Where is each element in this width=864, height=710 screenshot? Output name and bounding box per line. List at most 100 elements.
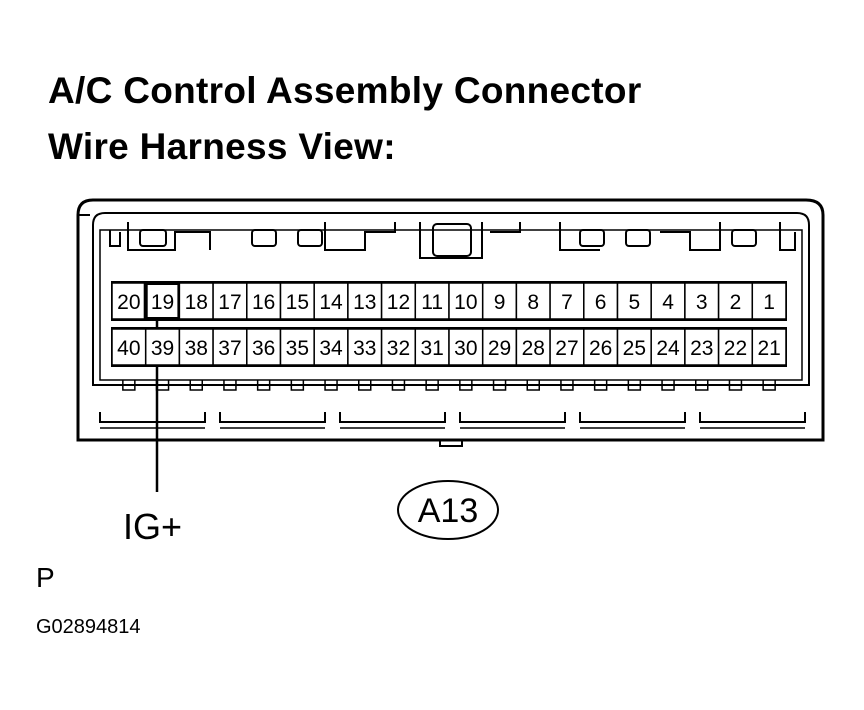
latch-window	[251, 229, 277, 247]
pin-cell	[650, 282, 686, 320]
terminal-lock-tick	[223, 380, 237, 391]
pin-number: 2	[730, 291, 742, 314]
pin-cell	[347, 328, 383, 366]
pin-cell	[448, 328, 484, 366]
pin-number: 38	[185, 337, 208, 360]
terminal-lock-tick	[358, 380, 372, 391]
figure-code: G02894814	[36, 616, 141, 638]
pin-number: 1	[763, 291, 775, 314]
terminal-lock-tick	[425, 380, 439, 391]
pin-number: 40	[117, 337, 140, 360]
pin-cell	[583, 282, 619, 320]
pin-cell	[313, 282, 349, 320]
pin-number: 27	[555, 337, 578, 360]
terminal-lock-tick	[695, 380, 709, 391]
pin-number: 30	[454, 337, 477, 360]
pin-number: 10	[454, 291, 477, 314]
terminal-lock-tick	[661, 380, 675, 391]
terminal-lock-tick	[391, 380, 406, 391]
pin-number: 24	[656, 337, 680, 360]
connector-inner-shell	[92, 212, 810, 386]
pin-number: 9	[494, 291, 506, 314]
pin-number: 3	[696, 291, 708, 314]
pin-cell	[515, 282, 551, 320]
pin-number: 21	[757, 337, 780, 360]
pin-number: 19	[151, 291, 174, 314]
pin-number: 6	[595, 291, 607, 314]
pin-number: 7	[561, 291, 573, 314]
latch-window	[139, 229, 167, 247]
terminal-lock-tick	[256, 380, 271, 391]
pin-number: 37	[218, 337, 241, 360]
pin-cell	[515, 328, 551, 366]
pin-cell	[144, 328, 181, 366]
pin-number: 20	[117, 291, 140, 314]
pin-number: 35	[286, 337, 309, 360]
locking-lever	[432, 223, 472, 257]
locking-ticks	[122, 380, 776, 391]
pin-cell	[448, 282, 484, 320]
pin-cell	[246, 282, 282, 320]
terminal-lock-tick	[290, 380, 305, 391]
terminal-lock-tick	[762, 380, 776, 391]
pin-cell	[380, 328, 417, 366]
pin-number: 4	[662, 291, 674, 314]
latch-window	[731, 229, 757, 247]
terminal-lock-tick	[459, 380, 473, 391]
terminal-lock-tick	[560, 380, 574, 391]
pin-number: 15	[286, 291, 309, 314]
pin-number: 13	[353, 291, 376, 314]
signal-label-ig-plus: IG+	[123, 506, 183, 547]
pin-cell	[313, 328, 349, 366]
terminal-lock-tick	[728, 380, 743, 391]
pin-number: 32	[387, 337, 410, 360]
pin-number: 14	[319, 291, 343, 314]
page-letter: P	[36, 562, 55, 593]
pin-number: 16	[252, 291, 275, 314]
pin-cell	[650, 328, 686, 366]
pin-number: 11	[421, 291, 443, 314]
terminal-lock-tick	[593, 380, 608, 391]
terminal-lock-tick	[324, 380, 338, 391]
pin-cell	[549, 328, 585, 366]
pin-number: 39	[151, 337, 174, 360]
pin-number: 12	[387, 291, 410, 314]
pin-number: 17	[218, 291, 241, 314]
pin-cell	[414, 282, 450, 320]
pin-number: 36	[252, 337, 275, 360]
diagram-title-line1: A/C Control Assembly Connector	[48, 70, 642, 111]
latch-window	[625, 229, 651, 247]
terminal-lock-tick	[189, 380, 203, 391]
connector-code-ellipse	[397, 480, 499, 540]
pin-number: 31	[420, 337, 443, 360]
pin-cell	[616, 282, 652, 320]
pin-number: 34	[319, 337, 343, 360]
pin-number: 28	[522, 337, 545, 360]
pin-number: 22	[724, 337, 747, 360]
pin-number: 23	[690, 337, 713, 360]
terminal-lock-tick	[122, 380, 136, 391]
pin-cell	[549, 282, 585, 320]
pin-number: 18	[185, 291, 208, 314]
terminal-lock-tick	[627, 380, 642, 391]
pin-cell	[347, 282, 383, 320]
pin-number: 8	[527, 291, 539, 314]
pin-cell	[751, 282, 787, 320]
pin-cell	[178, 328, 214, 366]
pin-number: 33	[353, 337, 376, 360]
pin-number: 26	[589, 337, 612, 360]
latch-window	[579, 229, 605, 247]
latch-window	[297, 229, 323, 247]
terminal-lock-tick	[155, 380, 170, 391]
terminal-lock-tick	[492, 380, 507, 391]
terminal-lock-tick	[526, 380, 540, 391]
connector-code: A13	[418, 492, 479, 530]
pin-cell	[751, 328, 787, 366]
pin-cell	[717, 282, 754, 320]
pin-number: 29	[488, 337, 511, 360]
diagram-title-line2: Wire Harness View:	[48, 126, 396, 167]
pin-cell	[212, 328, 248, 366]
pin-cell	[616, 328, 652, 366]
